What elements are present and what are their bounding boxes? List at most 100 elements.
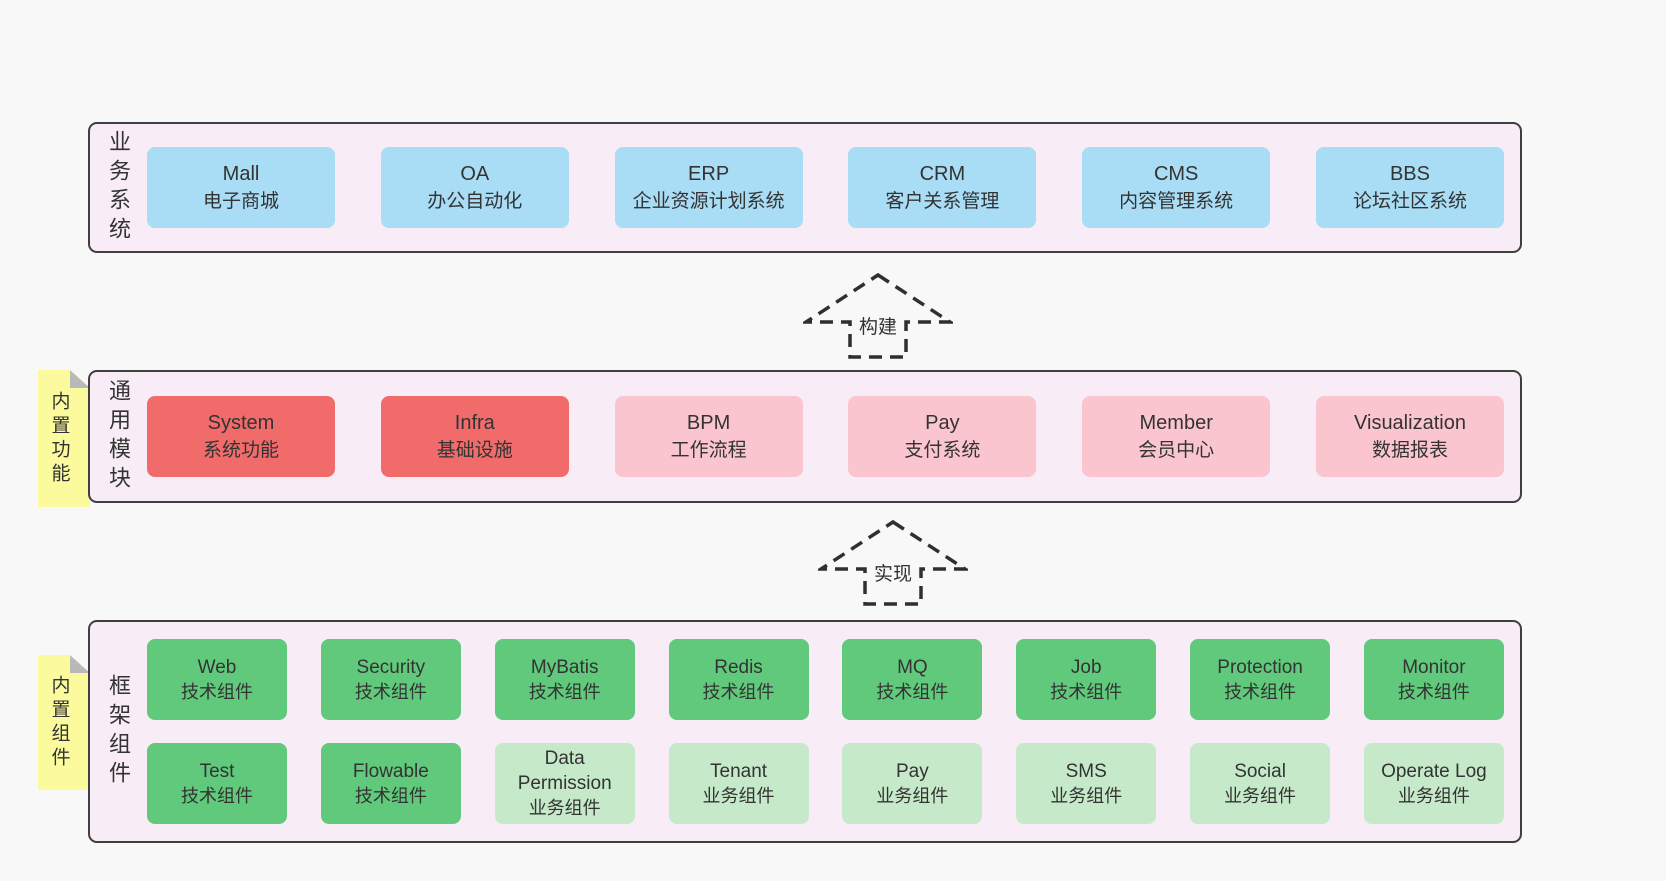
box-title: BBS <box>1389 162 1430 185</box>
box-subtitle: 会员中心 <box>1138 439 1215 461</box>
box-subtitle: 基础设施 <box>436 439 513 461</box>
box-subtitle: 客户关系管理 <box>885 190 1000 212</box>
section-common-modules: 通用模块 System 系统功能 Infra 基础设施 BPM 工作流程 Pay 支付系统 Me… <box>88 370 1522 503</box>
box-subtitle: 数据报表 <box>1371 439 1448 461</box>
box-title: Social <box>1234 760 1286 782</box>
box-title: Flowable <box>352 760 429 782</box>
box-flowable: Flowable 技术组件 <box>320 743 461 824</box>
box-visualization: Visualization 数据报表 <box>1315 396 1504 477</box>
box-subtitle: 系统功能 <box>202 439 279 461</box>
section-label: 框架组件 <box>106 673 131 790</box>
box-mybatis: MyBatis 技术组件 <box>494 639 635 720</box>
box-mq: MQ 技术组件 <box>842 639 983 720</box>
box-subtitle: 技术组件 <box>354 681 427 702</box>
box-title: Protection <box>1217 656 1303 678</box>
box-title: Redis <box>714 656 763 678</box>
box-title: Tenant <box>710 760 768 782</box>
box-data-permission: Data Permission 业务组件 <box>494 743 635 824</box>
box-subtitle: 企业资源计划系统 <box>632 190 785 212</box>
box-test: Test 技术组件 <box>147 743 287 824</box>
box-system: System 系统功能 <box>147 396 335 477</box>
box-pay: Pay 支付系统 <box>848 396 1037 477</box>
box-title: Visualization <box>1354 411 1466 434</box>
box-web: Web 技术组件 <box>147 639 287 720</box>
box-title: Web <box>197 656 237 678</box>
box-social: Social 业务组件 <box>1190 743 1331 824</box>
box-subtitle: 业务组件 <box>702 785 775 806</box>
box-title: System <box>207 411 275 434</box>
box-title: BPM <box>686 411 731 434</box>
box-job: Job 技术组件 <box>1016 639 1157 720</box>
box-title: Security <box>356 656 426 678</box>
section-framework-components: 框架组件 Web 技术组件 Security 技术组件 MyBatis 技术组件 Redis… <box>88 620 1522 843</box>
sticky-note-label: 内置组件 <box>48 674 70 771</box>
box-subtitle: 业务组件 <box>1224 785 1297 806</box>
box-security: Security 技术组件 <box>320 639 461 720</box>
box-subtitle: 技术组件 <box>1050 681 1123 702</box>
box-subtitle: 内容管理系统 <box>1119 190 1234 212</box>
box-mall: Mall 电子商城 <box>147 147 335 228</box>
build-arrow-label: 构建 <box>855 312 901 339</box>
box-title: Infra <box>454 411 495 434</box>
box-subtitle: 技术组件 <box>1397 681 1470 702</box>
box-subtitle: 业务组件 <box>528 798 601 818</box>
box-member: Member 会员中心 <box>1082 396 1271 477</box>
box-subtitle: 业务组件 <box>1050 785 1123 806</box>
box-title: Test <box>199 760 235 782</box>
implement-arrow: 实现 <box>818 519 968 607</box>
box-title: OA <box>460 162 490 185</box>
box-subtitle: 支付系统 <box>904 439 981 461</box>
box-title: Pay <box>896 760 929 782</box>
box-title: MyBatis <box>530 656 599 678</box>
box-subtitle: 办公自动化 <box>427 190 523 212</box>
box-bbs: BBS 论坛社区系统 <box>1315 147 1504 228</box>
box-sms: SMS 业务组件 <box>1016 743 1157 824</box>
box-bpm: BPM 工作流程 <box>614 396 803 477</box>
box-erp: ERP 企业资源计划系统 <box>614 147 803 228</box>
box-protection: Protection 技术组件 <box>1190 639 1331 720</box>
box-subtitle: 技术组件 <box>876 681 949 702</box>
box-monitor: Monitor 技术组件 <box>1363 639 1504 720</box>
box-title: SMS <box>1065 760 1107 782</box>
sticky-note-built-in-components: 内置组件 <box>38 655 90 790</box>
box-oa: OA 办公自动化 <box>380 147 569 228</box>
box-title: Mall <box>222 162 260 185</box>
box-pay: Pay 业务组件 <box>842 743 983 824</box>
box-subtitle: 技术组件 <box>181 785 253 806</box>
box-title: CMS <box>1153 162 1199 185</box>
box-subtitle: 技术组件 <box>528 681 601 702</box>
box-subtitle: 技术组件 <box>1224 681 1297 702</box>
box-subtitle: 技术组件 <box>354 785 427 806</box>
box-title: Member <box>1139 411 1213 434</box>
box-title: Monitor <box>1402 656 1466 678</box>
box-subtitle: 技术组件 <box>181 681 253 702</box>
common-modules-row: System 系统功能 Infra 基础设施 BPM 工作流程 Pay 支付系统 Member 会… <box>147 372 1504 501</box>
box-subtitle: 业务组件 <box>876 785 949 806</box>
box-title: Operate Log <box>1381 760 1487 782</box>
box-title: Job <box>1070 656 1102 678</box>
box-title: ERP <box>688 162 730 185</box>
box-operate-log: Operate Log 业务组件 <box>1363 743 1504 824</box>
implement-arrow-label: 实现 <box>870 559 916 586</box>
box-title: Pay <box>925 411 960 434</box>
section-label: 业务系统 <box>106 129 131 246</box>
box-cms: CMS 内容管理系统 <box>1082 147 1271 228</box>
box-title: Data Permission <box>517 748 612 794</box>
box-subtitle: 业务组件 <box>1397 785 1470 806</box>
build-arrow: 构建 <box>803 272 953 360</box>
box-infra: Infra 基础设施 <box>380 396 569 477</box>
box-subtitle: 工作流程 <box>670 439 747 461</box>
box-subtitle: 论坛社区系统 <box>1352 190 1467 212</box>
section-label: 通用模块 <box>106 378 131 495</box>
sticky-note-built-in-features: 内置功能 <box>38 370 90 507</box>
sticky-note-label: 内置功能 <box>48 390 70 487</box>
box-subtitle: 电子商城 <box>202 190 279 212</box>
box-tenant: Tenant 业务组件 <box>668 743 809 824</box>
box-title: MQ <box>897 656 928 678</box>
